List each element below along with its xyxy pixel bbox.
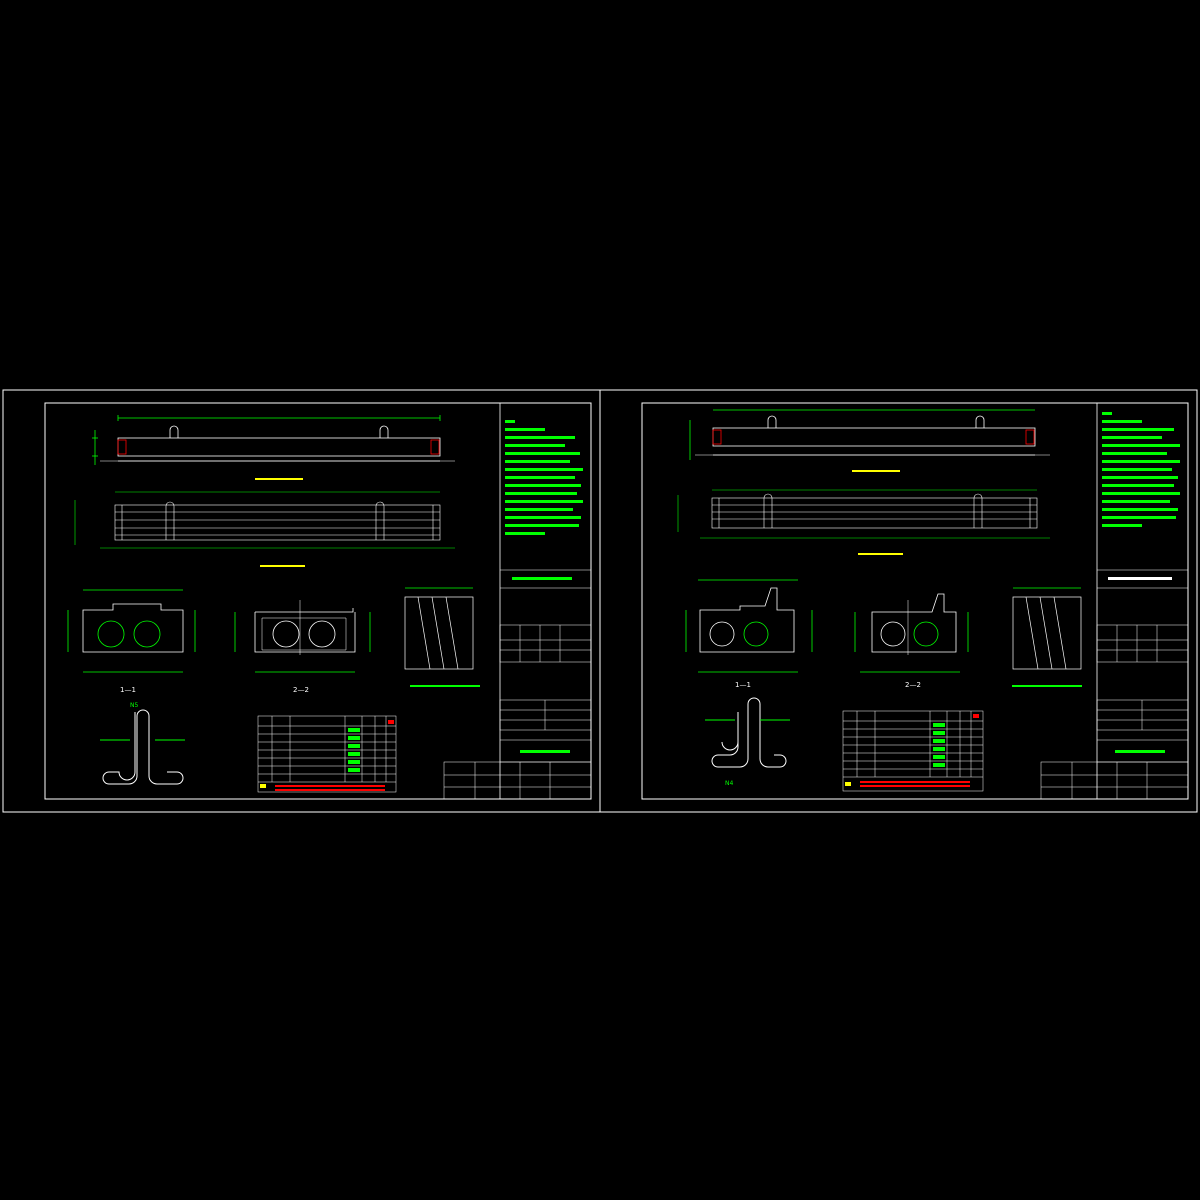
drawing-sheet-left[interactable]: 1—1 2—2 N5 bbox=[2, 389, 601, 813]
elevation-view-top bbox=[689, 409, 1050, 460]
cross-section-1-1 bbox=[67, 589, 196, 673]
reinforcement-plan-view bbox=[74, 491, 455, 549]
cross-section-2-2 bbox=[854, 593, 969, 673]
end-detail-view bbox=[404, 587, 474, 670]
material-table bbox=[257, 715, 397, 793]
cross-section-2-2 bbox=[234, 600, 371, 673]
hook-detail-label: N5 bbox=[130, 702, 138, 709]
hook-detail bbox=[100, 709, 185, 785]
view-title-underline bbox=[255, 478, 303, 480]
view-title-underline bbox=[410, 685, 480, 687]
hook-detail bbox=[705, 697, 790, 768]
notes-block bbox=[1096, 402, 1189, 800]
cross-section-1-1 bbox=[685, 579, 813, 673]
title-block bbox=[443, 761, 592, 800]
end-detail-view bbox=[1012, 587, 1082, 670]
reinforcement-plan-view bbox=[677, 489, 1050, 539]
section-label-2: 2—2 bbox=[293, 686, 309, 694]
section-label-2: 2—2 bbox=[905, 681, 921, 689]
view-title-underline bbox=[858, 553, 903, 555]
elevation-view-top bbox=[92, 415, 455, 465]
hook-detail-label: N4 bbox=[725, 780, 733, 787]
section-label-1: 1—1 bbox=[120, 686, 136, 694]
notes-block bbox=[499, 402, 592, 800]
view-title-underline bbox=[852, 470, 900, 472]
material-table bbox=[842, 710, 984, 792]
title-block bbox=[1040, 761, 1189, 800]
view-title-underline bbox=[260, 565, 305, 567]
section-label-1: 1—1 bbox=[735, 681, 751, 689]
drawing-sheet-right[interactable]: 1—1 2—2 N4 bbox=[599, 389, 1198, 813]
view-title-underline bbox=[1012, 685, 1082, 687]
